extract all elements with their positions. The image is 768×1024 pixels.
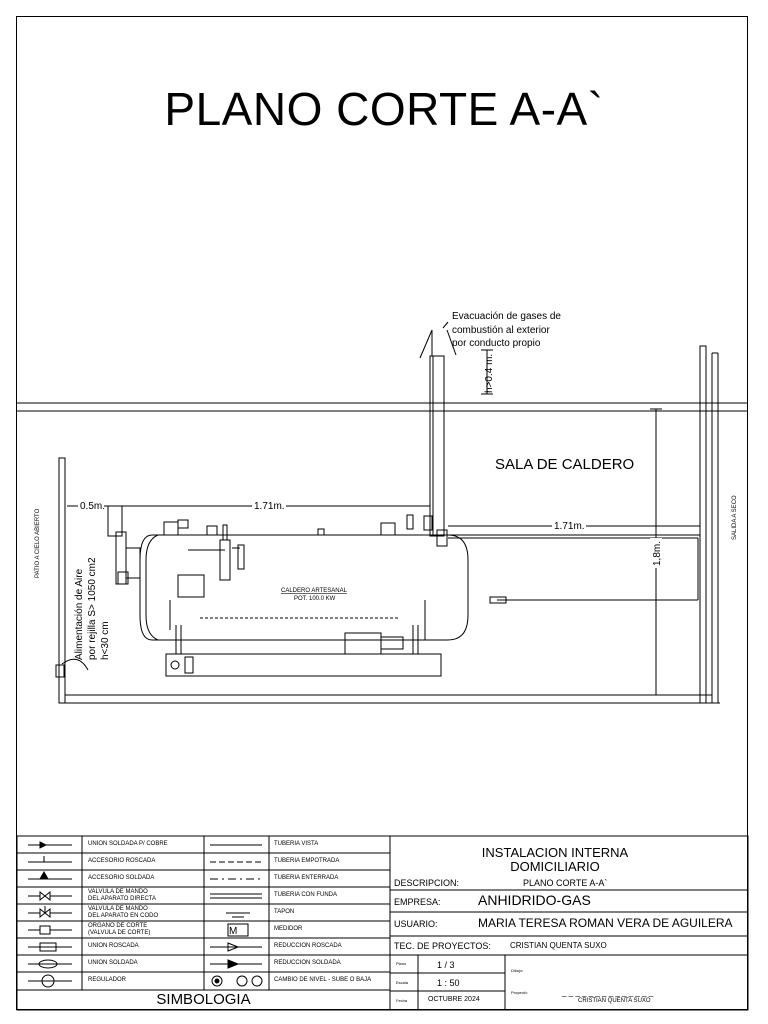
legend-right-5: TAPON (274, 909, 295, 915)
legend-left-2: ACCESORIO ROSCADA (88, 858, 156, 864)
legend-right-9: CAMBIO DE NIVEL - SUBE O BAJA (274, 977, 372, 983)
dim-left-gap: 0.5m. (80, 501, 105, 512)
fecha-label: Fecha (396, 998, 408, 1003)
signature-line: _ _ _ _ _ _ _ _ _ _ _ _ _ _ (562, 988, 654, 997)
descripcion-label: DESCRIPCION: (394, 878, 460, 888)
air-supply-line-1: Alimentación de Aire (74, 568, 85, 660)
legend-left-4: VALVULA DE MANDO DEL APARATO DIRECTA (88, 889, 157, 902)
chimney-height-dim: h>0.4 m. (484, 354, 495, 393)
legend-left-5: VALVULA DE MANDO DEL APARATO EN CODO (88, 906, 159, 919)
legend-right-1: TUBERIA VISTA (274, 841, 319, 847)
signature-name: CRISTIAN QUENTA SUXO (578, 998, 651, 1004)
plano-label: Plano (396, 961, 407, 966)
right-wall-label: SALIDA A SECO (732, 495, 738, 540)
fecha-value: OCTUBRE 2024 (428, 996, 480, 1003)
descripcion-value: PLANO CORTE A-A` (523, 878, 608, 888)
legend-left-1: UNION SOLDADA P/ COBRE (88, 841, 168, 847)
legend-left-8: UNION SOLDADA (88, 960, 138, 966)
air-supply-line-2: por rejilla S> 1050 cm2 (87, 557, 98, 660)
usuario-value: MARIA TERESA ROMAN VERA DE AGUILERA (478, 916, 733, 930)
boiler-power: POT. 100.0 KW (294, 596, 336, 602)
dim-boiler-length: 1.71m. (254, 501, 285, 512)
legend-left-3: ACCESORIO SOLDADA (88, 875, 155, 881)
legend-left-9: REGULADOR (88, 977, 127, 983)
empresa-label: EMPRESA: (394, 897, 441, 907)
legend-left-7: UNION ROSCADA (88, 943, 139, 949)
legend-right-4: TUBERIA CON FUNDA (274, 892, 338, 898)
left-wall-label: PATIO A CIELO ABIERTO (35, 508, 41, 578)
room-label: SALA DE CALDERO (495, 456, 634, 473)
escala-label: Escala (396, 980, 409, 985)
legend-right-7: REDUCCION ROSCADA (274, 943, 342, 949)
legend-right-2: TUBERIA EMPOTRADA (274, 858, 340, 864)
boiler-name: CALDERO ARTESANAL (281, 588, 348, 594)
tec-value: CRISTIAN QUENTA SUXO (510, 941, 607, 950)
legend-right-3: TUBERIA ENTERRADA (274, 875, 339, 881)
empresa-value: ANHIDRIDO-GAS (478, 892, 591, 908)
tec-label: TEC. DE PROYECTOS: (394, 941, 491, 951)
project-line-2: DOMICILIARIO (510, 859, 600, 874)
usuario-label: USUARIO: (394, 919, 438, 929)
exhaust-note-line-3: por conducto propio (452, 338, 541, 349)
dim-right-gap: 1.71m. (554, 521, 585, 532)
dim-height: 1,8m. (652, 541, 663, 566)
proyecto-label: Proyectó: (511, 990, 528, 995)
page-title: PLANO CORTE A-A` (164, 83, 604, 135)
air-supply-line-3: h<30 cm (100, 621, 111, 660)
exhaust-note-line-1: Evacuación de gases de (452, 311, 561, 322)
legend-left-6: ORGANO DE CORTE (VALVULA DE CORTE) (88, 923, 151, 936)
svg-text:M: M (229, 926, 237, 937)
escala-value: 1 : 50 (437, 978, 460, 988)
legend-title: SIMBOLOGIA (156, 991, 251, 1008)
dibujo-label: Dibujo: (511, 968, 524, 973)
legend-right-8: REDUCCION SOLDADA (274, 960, 341, 966)
plano-value: 1 / 3 (437, 960, 455, 970)
project-line-1: INSTALACION INTERNA (481, 845, 629, 860)
exhaust-note-line-2: combustión al exterior (452, 325, 550, 336)
legend-right-6: MEDIDOR (274, 926, 303, 932)
